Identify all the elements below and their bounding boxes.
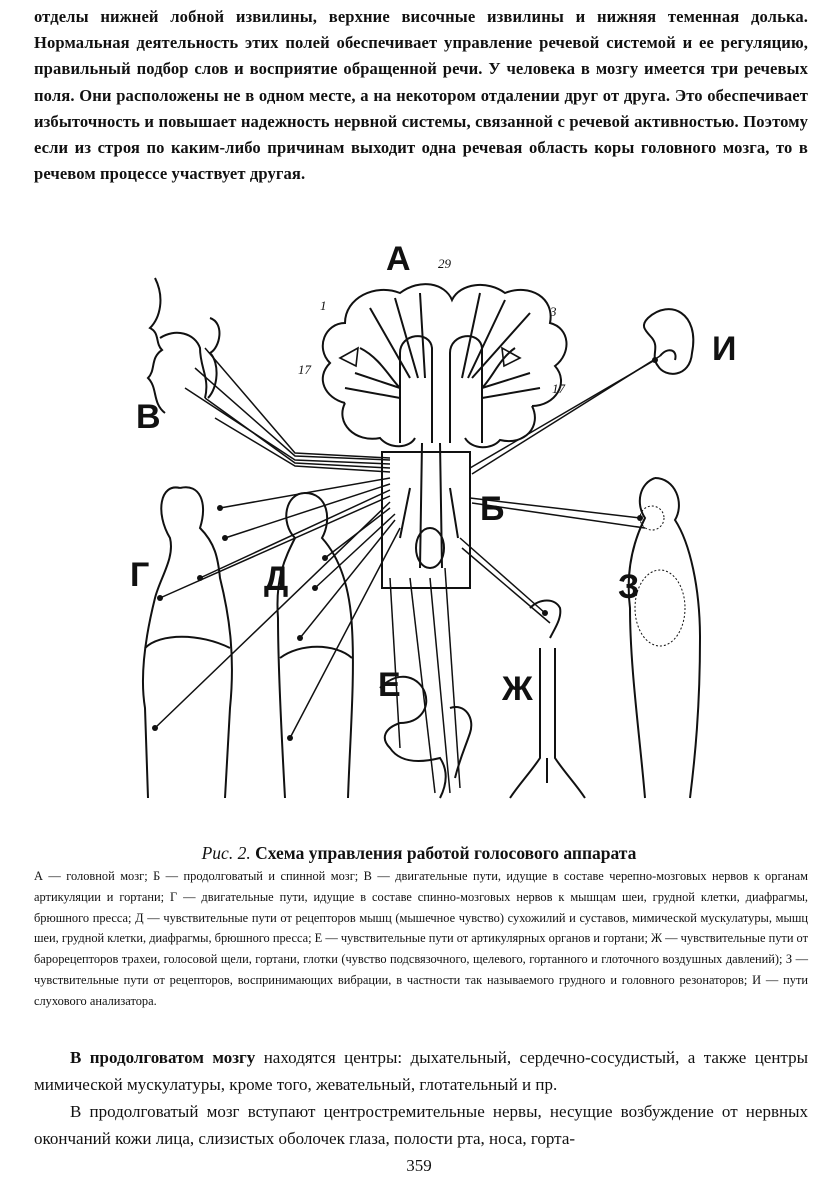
caption-number: Рис. 2. (201, 843, 251, 863)
fig-number-3: 3 (549, 304, 557, 319)
paragraph-medulla-bold: В продолговатом мозгу (70, 1048, 256, 1067)
label-v: В (136, 398, 161, 436)
voice-apparatus-diagram: 1 3 17 17 29 А Б В Г Д Е Ж З И (100, 238, 800, 828)
label-i: И (712, 330, 737, 368)
figure-numbers: 1 3 17 17 29 (298, 256, 566, 396)
label-z: З (618, 568, 640, 606)
label-e: Е (378, 666, 401, 704)
brain-drawing (321, 283, 568, 449)
body-outline-z (627, 477, 702, 799)
caption-title: Схема управления работой голосового аппа… (255, 843, 637, 863)
label-a: А (386, 240, 411, 278)
nerve-endpoints (152, 357, 658, 741)
fig-number-1: 1 (320, 298, 327, 313)
label-zh: Ж (502, 670, 533, 708)
figure-legend: А — головной мозг; Б — продолговатый и с… (34, 869, 808, 1008)
body-outline-g (142, 486, 233, 799)
paragraph-afferent: В продолговатый мозг вступают центростре… (34, 1102, 808, 1148)
paragraph-medulla: В продолговатом мозгу находятся центры: … (34, 1044, 808, 1098)
label-d: Д (264, 560, 289, 598)
head-e (379, 675, 473, 799)
body-outline-d (276, 492, 354, 799)
page-number: 359 (406, 1156, 432, 1175)
nerve-pathways (154, 347, 661, 794)
fig-number-29: 29 (438, 256, 452, 271)
label-b: Б (480, 490, 505, 528)
top-paragraph: отделы нижней лобной извилины, верхние в… (34, 7, 808, 184)
fig-number-17-left: 17 (298, 362, 312, 377)
trachea-zh (509, 599, 586, 799)
fig-number-17-right: 17 (552, 381, 566, 396)
diagram-svg: 1 3 17 17 29 (142, 256, 702, 799)
medulla-box (381, 442, 471, 589)
figure-caption: Рис. 2. Схема управления работой голосов… (0, 843, 838, 864)
ear-drawing (642, 308, 695, 375)
paragraph-medulla-text: находятся центры: дыхательный, сердечно-… (34, 1048, 808, 1094)
label-g: Г (130, 556, 150, 594)
face-profile-v (146, 277, 221, 414)
